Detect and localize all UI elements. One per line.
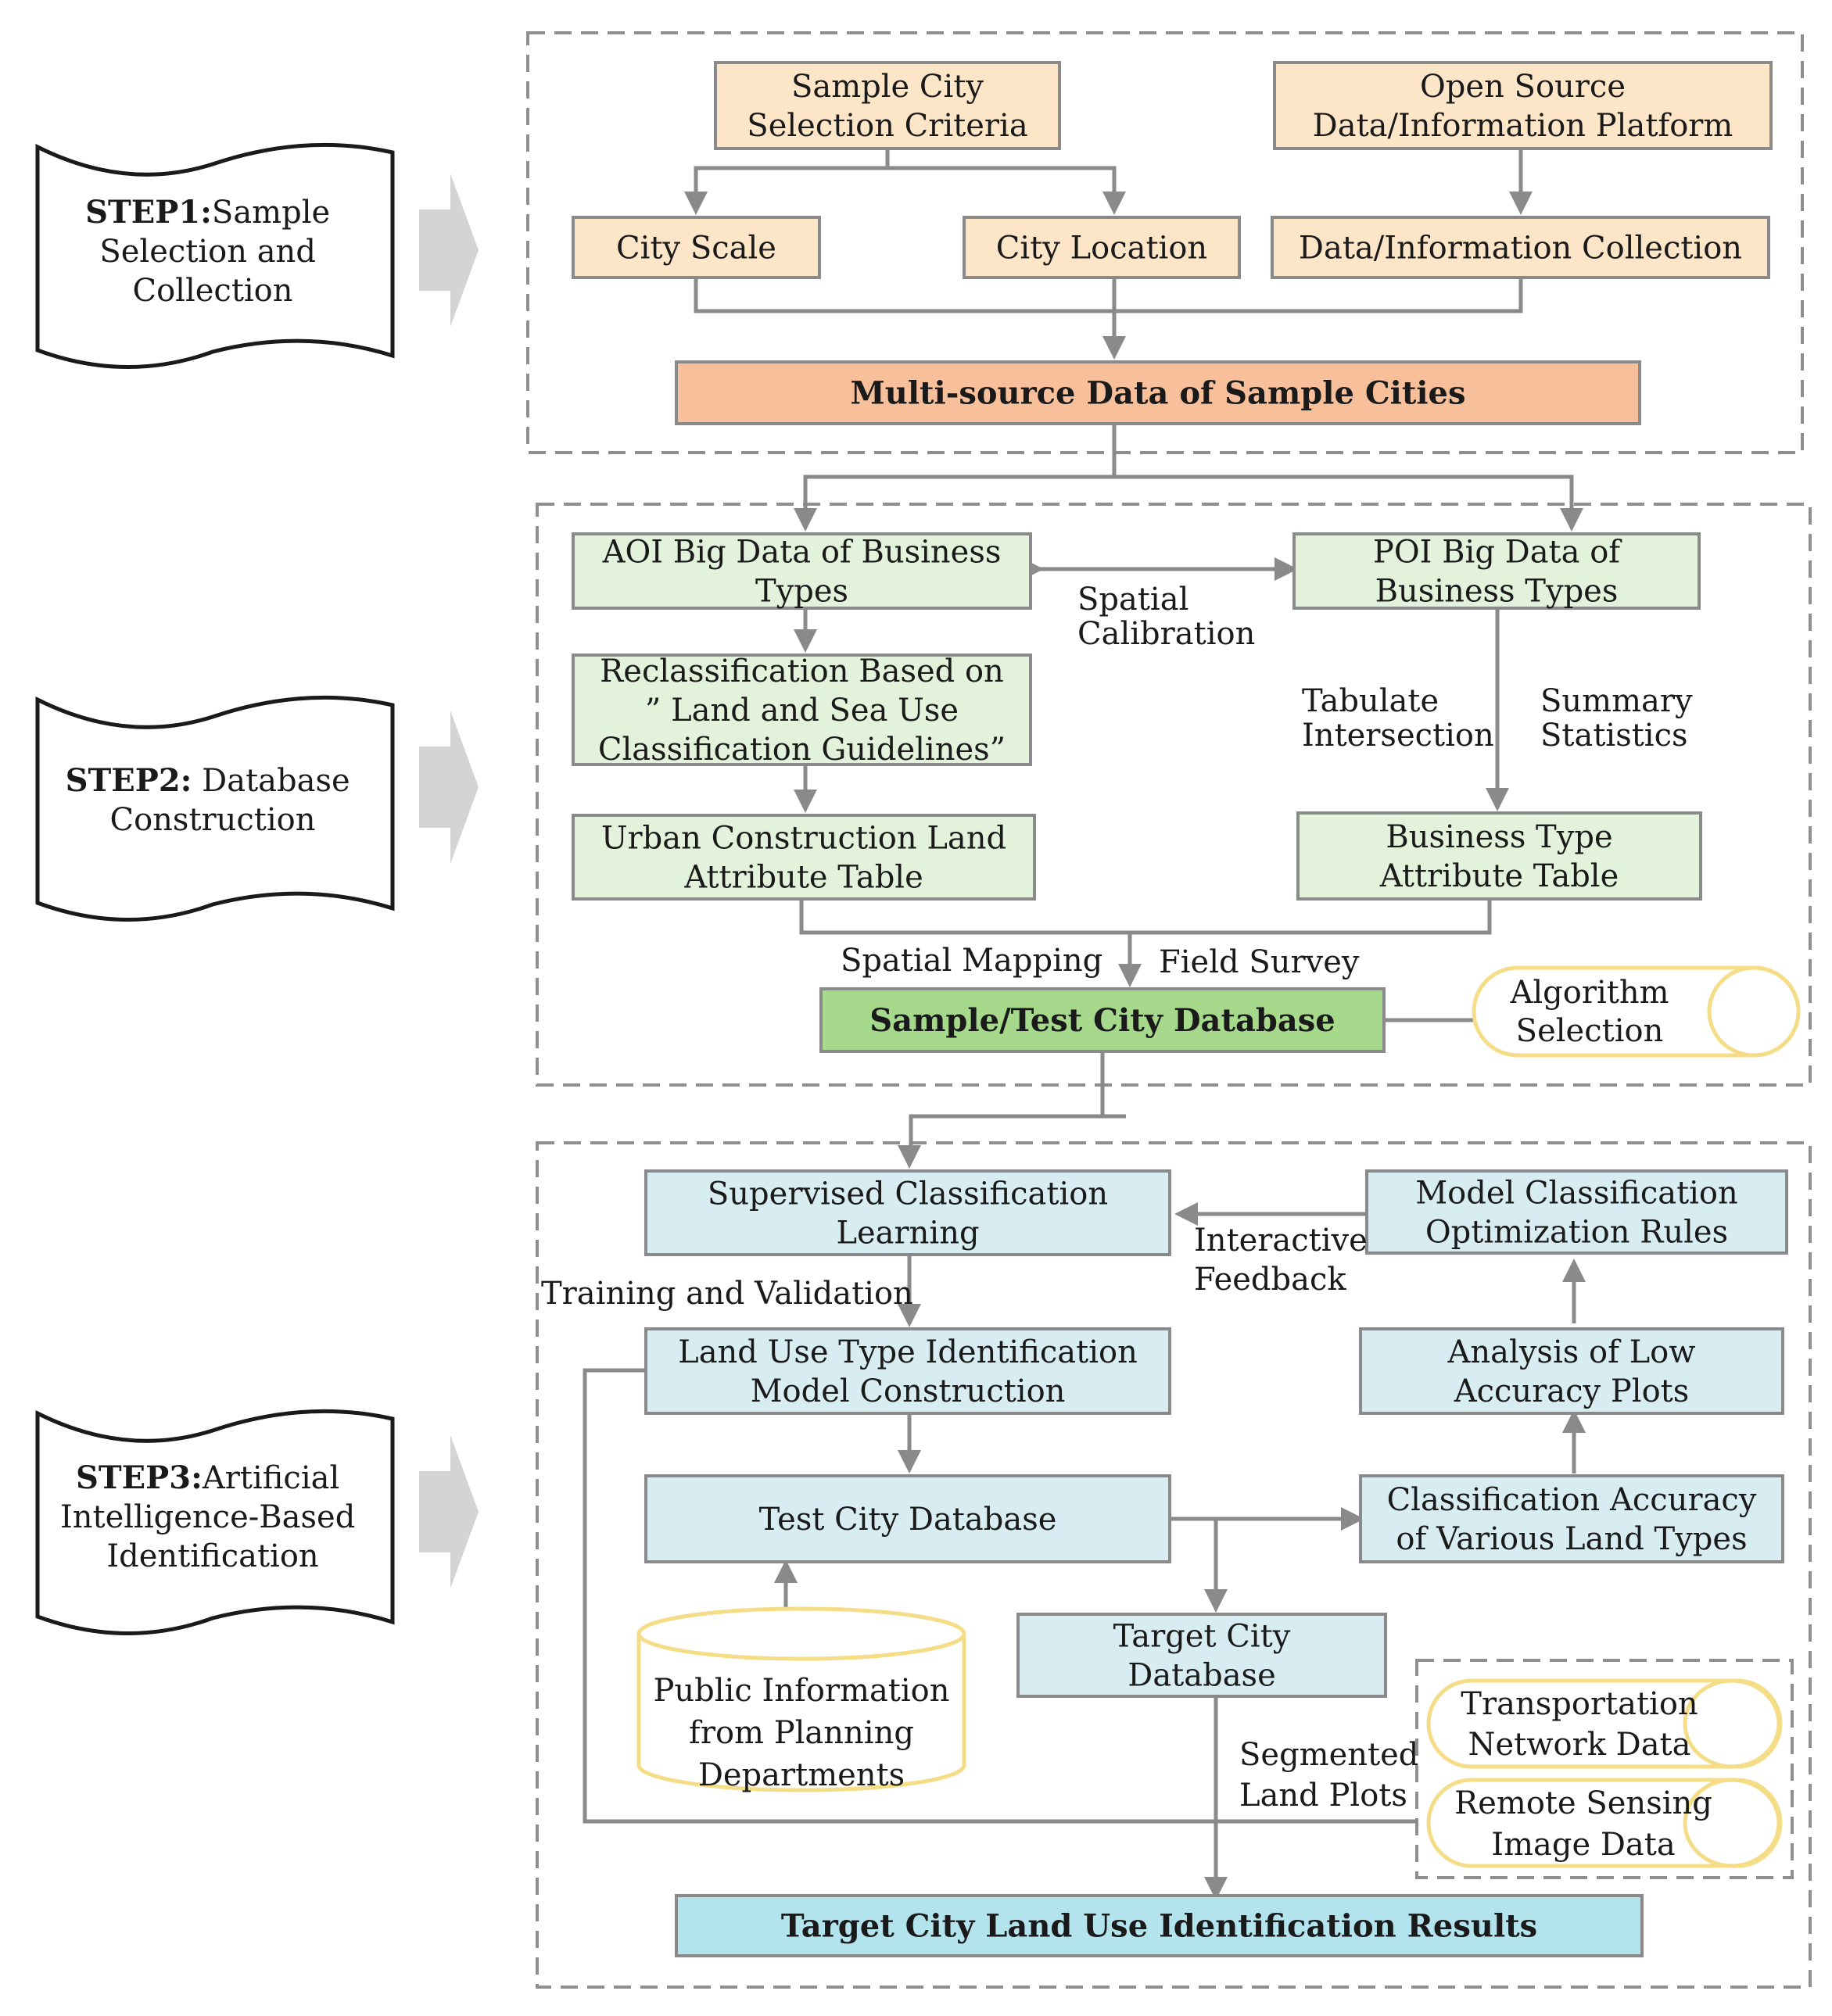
field-survey-label: Field Survey bbox=[1159, 944, 1360, 980]
city-scale-text: City Scale bbox=[616, 231, 776, 267]
city-scale-box: City Scale bbox=[572, 216, 821, 279]
step2-scroll-shape bbox=[35, 695, 395, 922]
step3-scroll-shape bbox=[35, 1409, 395, 1635]
data-collection-box: Data/Information Collection bbox=[1271, 216, 1770, 279]
step2-label: STEP2: Database Construction bbox=[66, 762, 360, 838]
multisource-box: Multi-source Data of Sample Cities bbox=[675, 360, 1641, 425]
stage1-panel bbox=[526, 31, 1804, 454]
data-collection-text: Data/Information Collection bbox=[1299, 231, 1742, 267]
results-text: Target City Land Use Identification Resu… bbox=[781, 1908, 1537, 1945]
test-db-text: Test City Database bbox=[759, 1502, 1057, 1538]
multisource-text: Multi-source Data of Sample Cities bbox=[851, 375, 1466, 412]
stage2-panel bbox=[536, 503, 1812, 1087]
city-location-box: City Location bbox=[963, 216, 1241, 279]
stage3-panel bbox=[536, 1141, 1812, 1989]
training-validation-label: Training and Validation bbox=[541, 1276, 913, 1312]
reclass-text: Reclassification Based on” Land and Sea … bbox=[598, 653, 1006, 768]
external-data-panel bbox=[1415, 1659, 1794, 1879]
step1-label: STEP1:Sample Selection and Collection bbox=[85, 194, 340, 309]
test-db-box: Test City Database bbox=[644, 1474, 1171, 1563]
step2-arrow bbox=[419, 711, 479, 864]
connectors bbox=[583, 149, 1586, 1900]
results-box: Target City Land Use Identification Resu… bbox=[675, 1894, 1644, 1957]
sample-db-box: Sample/Test City Database bbox=[819, 987, 1386, 1053]
spatial-mapping-label: Spatial Mapping bbox=[841, 943, 1102, 979]
city-location-text: City Location bbox=[996, 231, 1207, 267]
step3-label: STEP3:Artificial Intelligence-Based Iden… bbox=[60, 1459, 365, 1574]
step3-arrow bbox=[419, 1435, 479, 1588]
reclass-box: Reclassification Based on” Land and Sea … bbox=[572, 653, 1032, 768]
step1-scroll-shape bbox=[35, 142, 395, 369]
step1-arrow bbox=[419, 174, 479, 327]
sample-db-text: Sample/Test City Database bbox=[869, 1002, 1335, 1039]
